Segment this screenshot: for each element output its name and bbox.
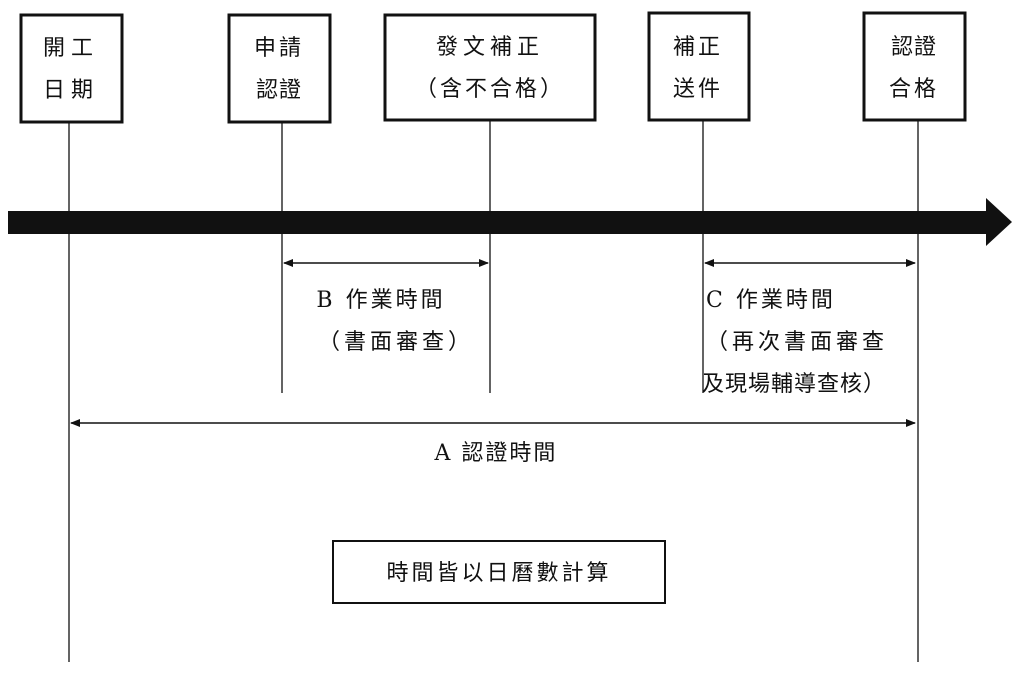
timeline-arrow-head [986,198,1012,246]
note: 時間皆以日曆數計算 [332,540,666,604]
milestone-resubmit-box [647,11,751,122]
milestone-pass-line1: 認證 [891,35,937,60]
note-text: 時間皆以日曆數計算 [386,561,611,586]
milestone-apply-box [227,13,332,124]
milestone-notice: 發文補正 （含不合格） [383,13,597,122]
interval-b-sublabel: （書面審查） [318,330,474,355]
timeline-arrow [8,198,1012,246]
interval-c-label: C 作業時間 [706,288,836,313]
interval-c: C 作業時間 （再次書面審查 及現場輔導查核） [702,259,916,397]
interval-c-sublabel-1: （再次書面審查 [706,330,888,355]
milestone-start-line1: 開工 [43,36,99,61]
milestone-start-box [19,13,124,124]
milestone-pass: 認證 合格 [862,11,967,122]
milestone-resubmit: 補正 送件 [647,11,751,122]
interval-b-label: B 作業時間 [316,288,445,313]
milestone-resubmit-line1: 補正 [673,35,723,60]
milestone-notice-box [383,13,597,122]
milestone-apply-line2: 認證 [256,78,302,103]
timeline-arrow-shaft [8,211,988,234]
interval-c-sublabel-2: 及現場輔導查核） [702,372,886,397]
milestone-apply: 申請 認證 [227,13,332,124]
milestone-pass-box [862,11,967,122]
milestone-pass-line2: 合格 [889,77,939,102]
milestone-start: 開工 日期 [19,13,124,124]
milestone-notice-line2: （含不合格） [415,77,565,102]
note-box [332,540,666,604]
interval-a: A 認證時間 [70,419,916,466]
milestone-apply-line1: 申請 [254,36,304,61]
interval-a-label: A 認證時間 [434,441,558,466]
milestone-notice-line1: 發文補正 [436,35,544,60]
milestone-start-line2: 日期 [43,78,99,103]
interval-b: B 作業時間 （書面審查） [283,259,489,355]
milestone-resubmit-line2: 送件 [673,77,723,102]
